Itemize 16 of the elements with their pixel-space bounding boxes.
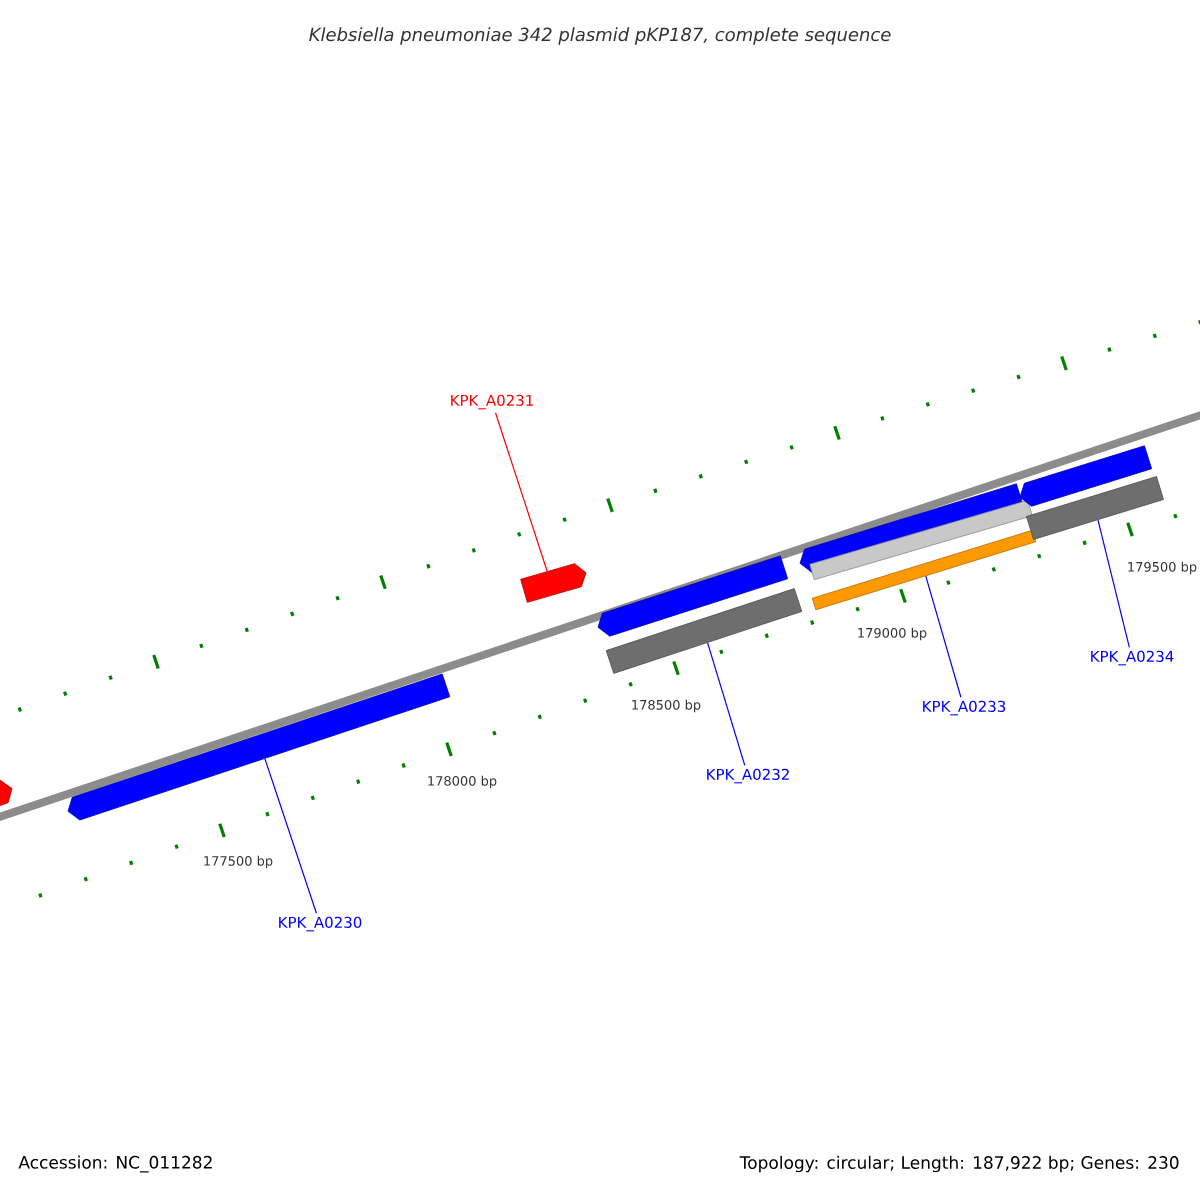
gene-feature [0,779,13,811]
title: Klebsiella pneumoniae 342 plasmid pKP187, complete sequence [309,27,891,45]
gene-feature [520,563,587,603]
gene-feature [1019,445,1153,507]
leader-line [1097,519,1130,648]
leader-line [264,758,318,914]
leader-line [925,575,962,698]
feature-bar [809,499,1033,581]
feature-bar [811,529,1037,611]
leader-line [494,412,548,572]
feature-bar [1026,476,1164,540]
feature-bar [605,588,803,674]
footer-text: Accession: NC_011282 [18,1155,212,1173]
leader-line [707,642,746,766]
gene-feature [597,555,789,637]
footer-text: Topology: circular; Length: 187,922 bp; Genes: 230 [739,1155,1179,1173]
